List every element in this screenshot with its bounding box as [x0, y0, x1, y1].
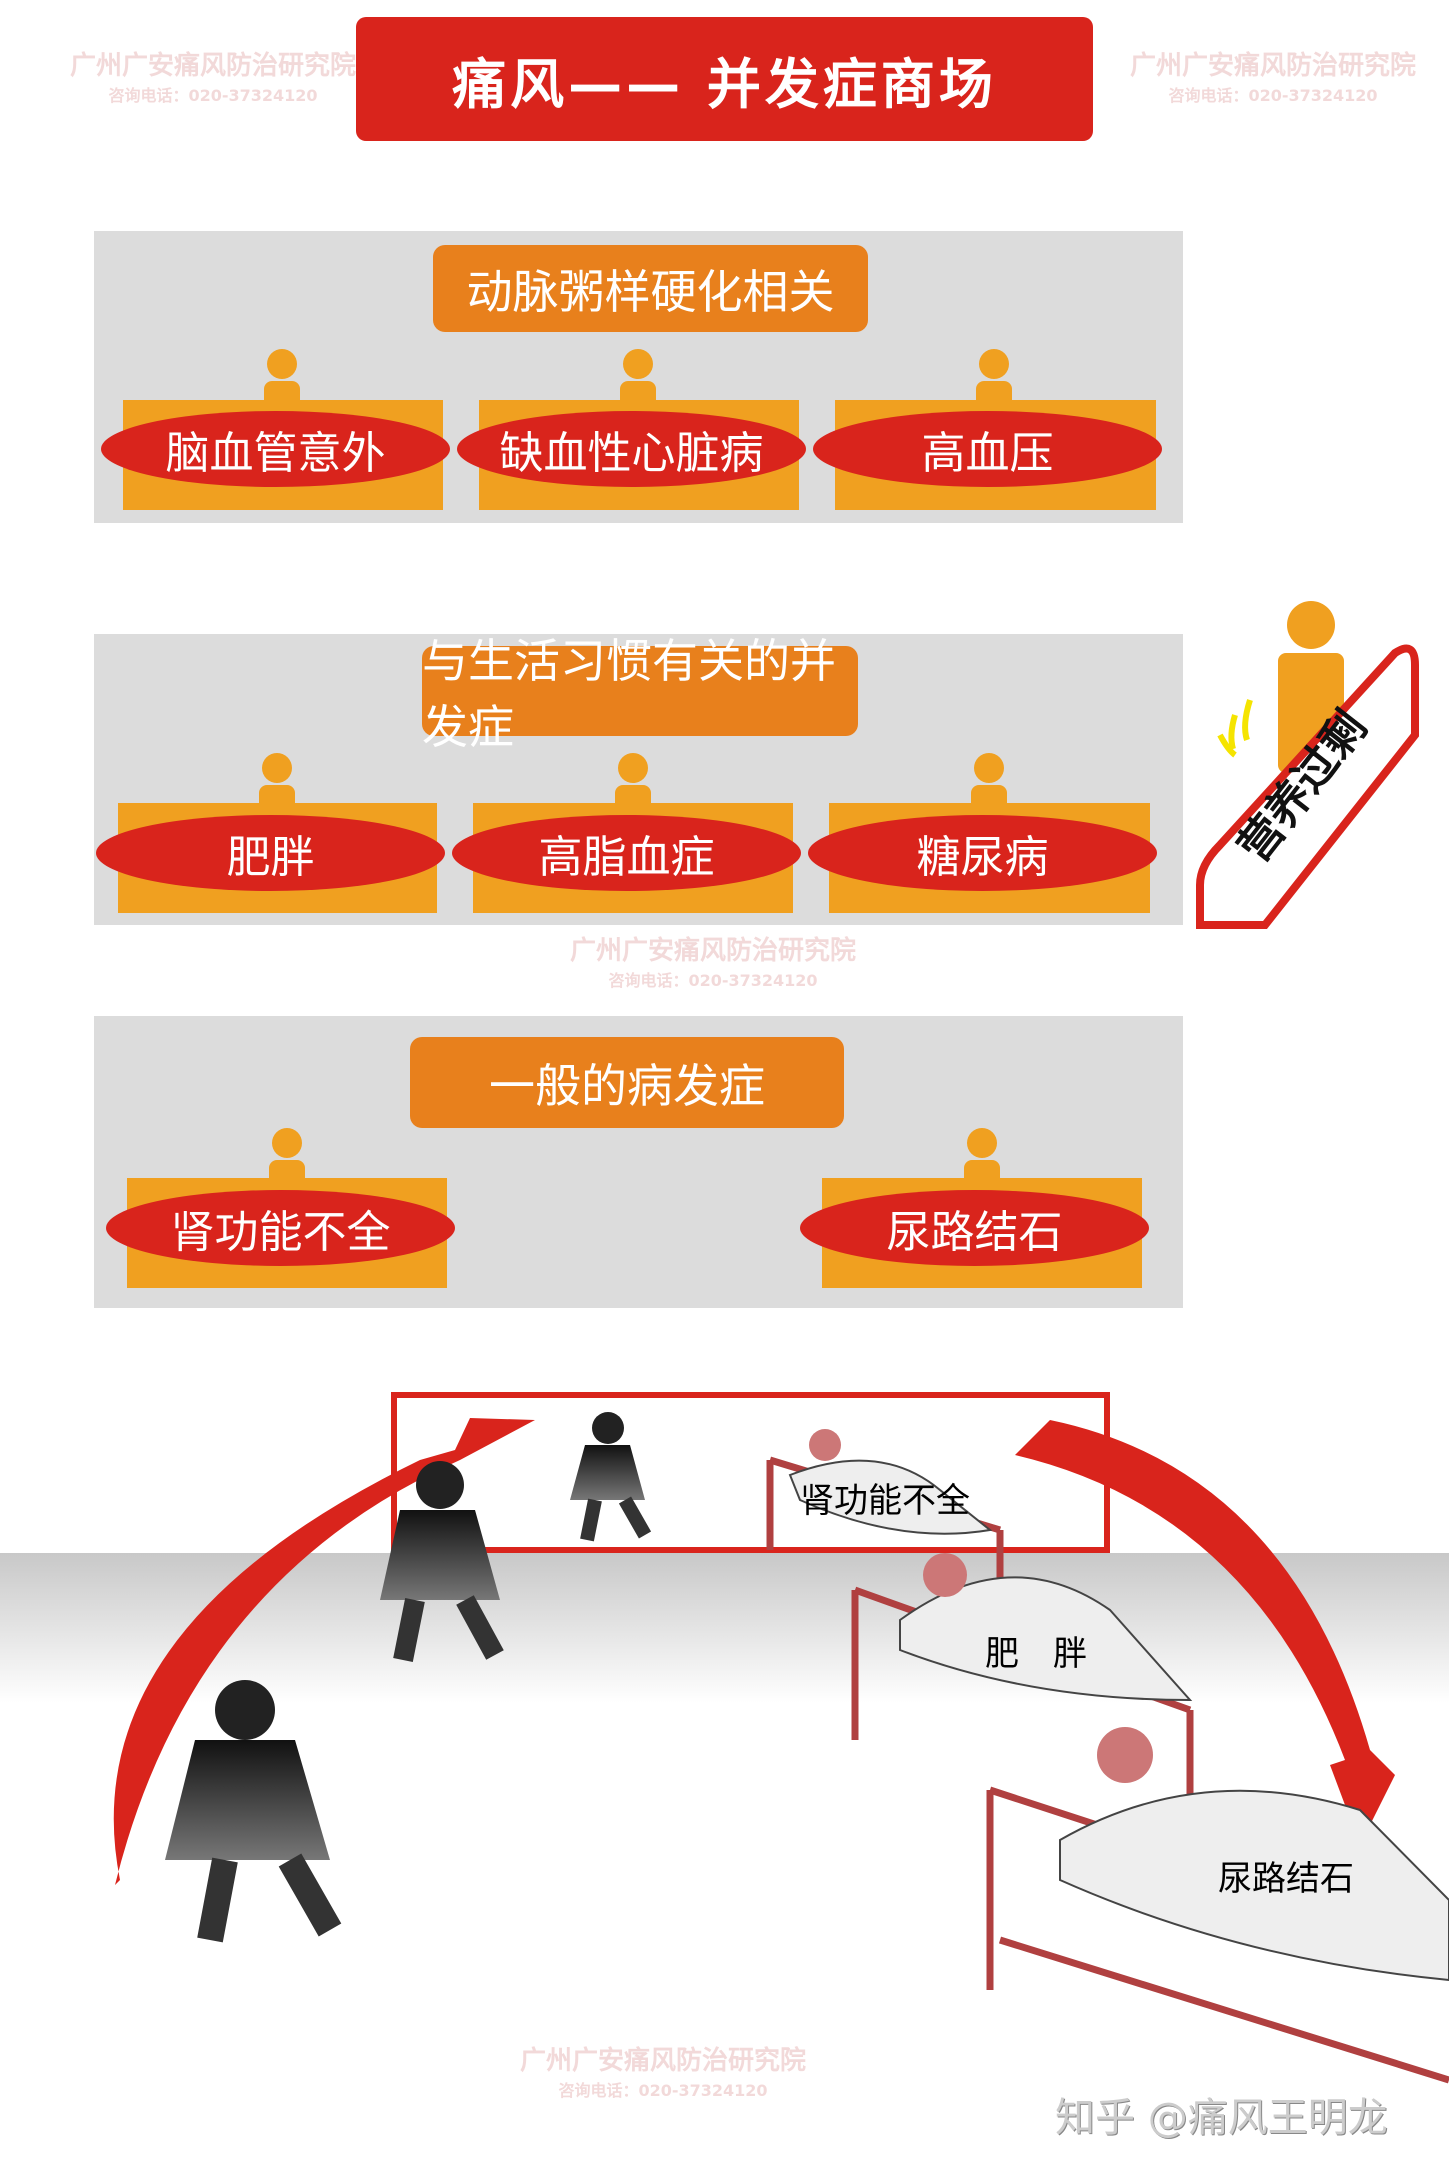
person-icon — [1287, 601, 1335, 649]
motion-lines-icon — [1217, 699, 1253, 758]
page-title: 痛风—— 并发症商场 — [356, 17, 1093, 141]
bed-label: 肥 胖 — [985, 1634, 1087, 1674]
bed-sheet — [899, 1576, 1193, 1702]
complication-item: 高脂血症 — [452, 815, 801, 891]
patient-head — [809, 1429, 841, 1461]
complication-item: 肾功能不全 — [106, 1190, 455, 1266]
illustration: 肾功能不全 肥 胖 尿路结石 — [0, 1392, 1449, 2084]
watermark: 广州广安痛风防治研究院咨询电话：020-37324120 — [520, 2046, 807, 2100]
credit-watermark: 知乎 @痛风王明龙 — [1055, 2095, 1388, 2141]
person-icon — [269, 1128, 305, 1182]
watermark: 广州广安痛风防治研究院咨询电话：020-37324120 — [1130, 51, 1417, 105]
bed-label: 肾功能不全 — [800, 1481, 970, 1521]
watermark: 广州广安痛风防治研究院咨询电话：020-37324120 — [570, 936, 857, 990]
escalator-rail — [1196, 644, 1419, 929]
arrow-right-icon — [1015, 1420, 1395, 1845]
escalator-sign: 营养过剩 — [1196, 601, 1419, 929]
complication-item: 糖尿病 — [808, 815, 1157, 891]
bed-sheet — [788, 1459, 993, 1535]
bed-label: 尿路结石 — [1218, 1859, 1354, 1899]
complication-item: 高血压 — [813, 411, 1162, 487]
section-header: 一般的病发症 — [410, 1037, 844, 1128]
person-icon — [964, 1128, 1000, 1182]
walker-figure — [165, 1680, 342, 1943]
patient-head — [1097, 1727, 1153, 1783]
complication-item: 肥胖 — [96, 815, 445, 891]
watermark: 广州广安痛风防治研究院咨询电话：020-37324120 — [70, 51, 357, 105]
person-icon — [264, 349, 300, 403]
complication-item: 缺血性心脏病 — [457, 411, 806, 487]
person-icon — [620, 349, 656, 403]
person-icon — [259, 753, 295, 807]
walker-figure — [570, 1412, 652, 1542]
person-icon — [976, 349, 1012, 403]
section-header: 与生活习惯有关的并发症 — [422, 634, 858, 754]
walker-figure — [380, 1461, 504, 1662]
complication-item: 脑血管意外 — [101, 411, 450, 487]
person-icon — [971, 753, 1007, 807]
complication-item: 尿路结石 — [800, 1190, 1149, 1266]
section-header: 动脉粥样硬化相关 — [433, 245, 868, 332]
arrow-left-icon — [113, 1418, 535, 1885]
person-icon — [615, 753, 651, 807]
patient-head — [923, 1553, 967, 1597]
